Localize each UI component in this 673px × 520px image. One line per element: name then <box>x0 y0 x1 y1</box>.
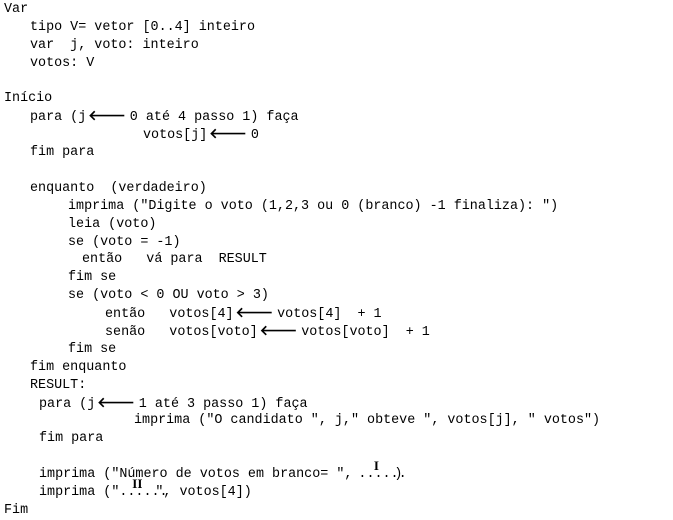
code-line-votos-declaration: votos: V <box>30 55 95 71</box>
blank-line <box>4 162 600 180</box>
blank-line <box>4 73 600 91</box>
code-line-for-results: para (j🡐1 até 3 passo 1) faça <box>4 395 600 413</box>
code-line-result-label: RESULT: <box>30 377 87 393</box>
then-expression: votos[4] + 1 <box>277 307 382 323</box>
code-line-while: enquanto (verdadeiro) <box>30 180 207 196</box>
code-line-end-while: fim enquanto <box>30 359 127 375</box>
fill-in-blank-two: II...... <box>119 476 167 502</box>
code-line-if-finish: se (voto = -1) <box>68 234 181 250</box>
code-line-end-for: fim para <box>30 145 95 161</box>
code-line-end-if: fim se <box>68 270 117 286</box>
else-expression: votos[voto] + 1 <box>301 325 430 341</box>
code-line-read-vote: leia (voto) <box>68 216 157 232</box>
code-line-for-init: para (j🡐0 até 4 passo 1) faça <box>4 108 600 126</box>
code-line-print-invalid-votes: imprima ("II......", votos[4]) <box>4 476 600 502</box>
code-line-end-for: fim para <box>39 431 104 447</box>
left-arrow-icon: 🡐 <box>97 394 135 411</box>
else-target: senão votos[voto] <box>105 325 258 341</box>
blank-marker-two: II <box>132 476 143 492</box>
for-head: para (j <box>39 396 96 412</box>
left-arrow-icon: 🡐 <box>88 108 126 125</box>
left-arrow-icon: 🡐 <box>209 126 247 143</box>
code-line-print-blank-votes: imprima ("Número de votos em branco= ", I… <box>4 458 600 484</box>
then-target: então votos[4] <box>105 307 234 323</box>
blank-marker-one: I <box>373 458 379 474</box>
print-invalid-tail: ", votos[4]) <box>155 485 252 501</box>
code-line-print-prompt: imprima ("Digite o voto (1,2,3 ou 0 (bra… <box>68 198 559 214</box>
code-line-inicio: Início <box>4 91 53 107</box>
code-line-else-count-vote: senão votos[voto]🡐votos[voto] + 1 <box>4 323 600 341</box>
blank-line <box>4 448 600 466</box>
for-tail: 1 até 3 passo 1) faça <box>138 396 308 412</box>
blank-dots: ...... <box>119 485 168 501</box>
left-arrow-icon: 🡐 <box>259 323 298 340</box>
code-line-end-if: fim se <box>68 341 117 357</box>
code-line-type-declaration: tipo V= vetor [0..4] inteiro <box>30 19 255 35</box>
algorithm-listing: Var tipo V= vetor [0..4] inteiro var j, … <box>4 1 600 520</box>
code-line-print-candidate: imprima ("O candidato ", j," obteve ", v… <box>134 413 601 429</box>
print-invalid-head: imprima (" <box>39 485 120 501</box>
code-line-var: Var <box>4 2 29 17</box>
code-line-var-declaration: var j, voto: inteiro <box>30 37 199 53</box>
print-blank-votes-tail: ) <box>394 467 403 483</box>
blank-dots: ...... <box>358 467 407 483</box>
left-arrow-icon: 🡐 <box>235 305 274 322</box>
code-line-then-blank-vote: então votos[4]🡐votos[4] + 1 <box>4 305 600 323</box>
code-line-then-goto: então vá para RESULT <box>82 252 267 268</box>
code-line-fim: Fim <box>4 502 29 518</box>
code-line-assign-zero: votos[j]🡐0 <box>4 126 600 144</box>
assign-target: votos[j] <box>143 128 208 144</box>
for-head: para (j <box>30 110 87 126</box>
for-tail: 0 até 4 passo 1) faça <box>129 110 299 126</box>
code-line-if-invalid: se (voto < 0 OU voto > 3) <box>68 288 269 304</box>
assign-value: 0 <box>250 128 259 144</box>
fill-in-blank-one: I...... <box>358 458 406 484</box>
print-blank-votes-head: imprima ("Número de votos em branco= ", <box>39 467 353 483</box>
